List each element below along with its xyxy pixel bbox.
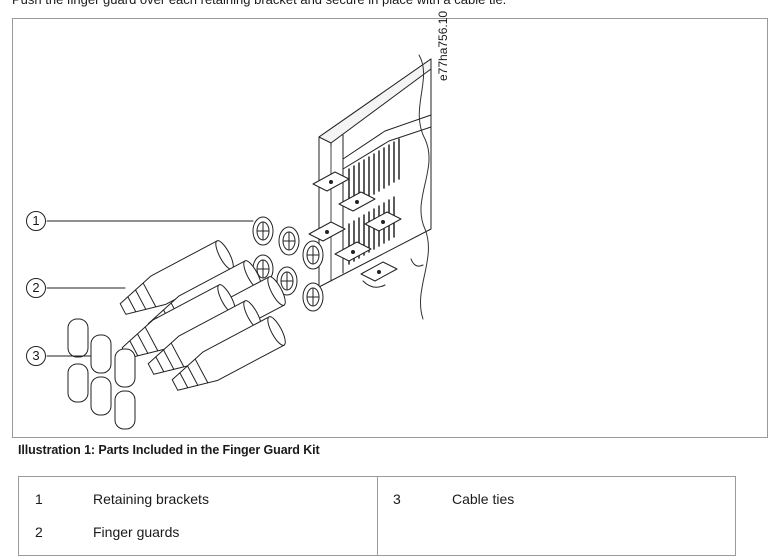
callout-1: 1 <box>26 211 46 231</box>
legend-number-2: 2 <box>35 524 43 540</box>
callout-3: 3 <box>26 346 46 366</box>
instruction-text: Push the finger guard over each retainin… <box>12 0 506 9</box>
legend-divider <box>377 477 378 555</box>
illustration-caption: Illustration 1: Parts Included in the Fi… <box>18 443 320 457</box>
callout-2: 2 <box>26 278 46 298</box>
legend-number-3: 3 <box>393 491 401 507</box>
cable-ties-drawing <box>67 318 136 430</box>
legend-table: 1 Retaining brackets 2 Finger guards 3 C… <box>18 476 736 556</box>
finger-guard-kit-illustration <box>46 54 432 430</box>
finger-guards-drawing <box>119 240 286 391</box>
illustration-frame: 1 2 3 e77ha756.10 <box>12 11 768 438</box>
image-code-label: e77ha756.10 <box>436 10 450 81</box>
legend-label-3: Cable ties <box>452 491 515 507</box>
retaining-brackets-drawing <box>252 216 324 312</box>
legend-label-1: Retaining brackets <box>93 491 209 507</box>
legend-label-2: Finger guards <box>93 524 180 540</box>
legend-number-1: 1 <box>35 491 43 507</box>
drive-housing-drawing <box>308 54 432 320</box>
